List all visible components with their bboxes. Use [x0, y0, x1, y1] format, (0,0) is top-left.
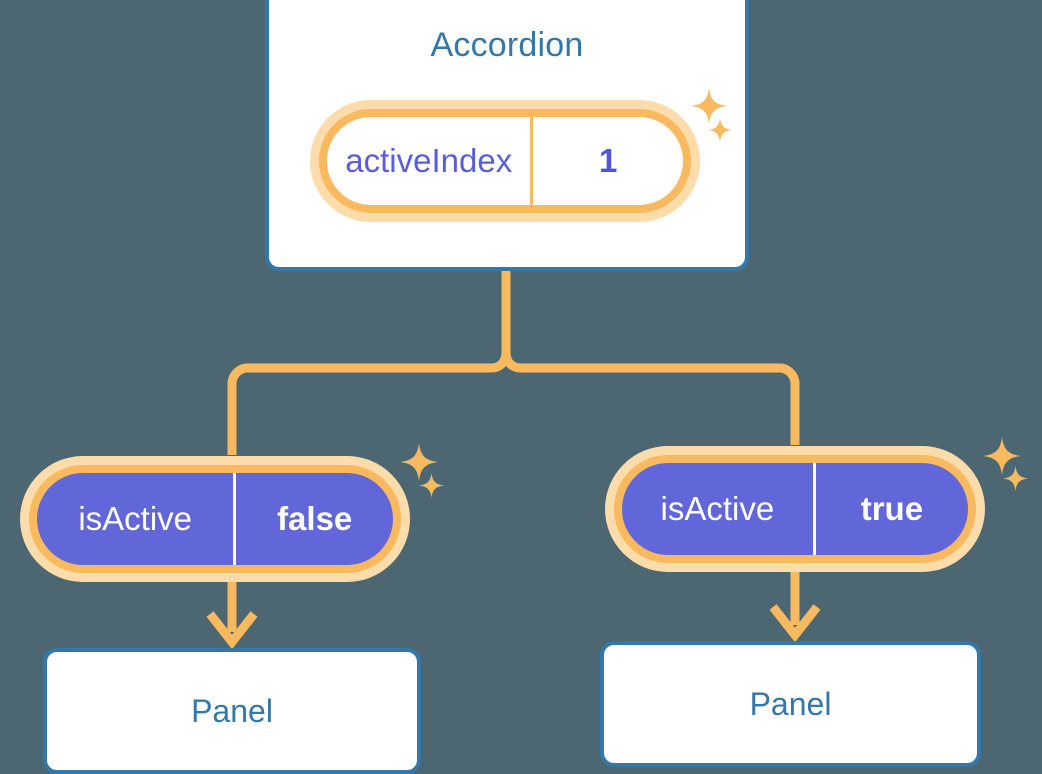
sparkle-icon — [1003, 466, 1028, 491]
sparkle-icon — [400, 443, 438, 481]
panel-label: Panel — [191, 692, 273, 729]
prop-pill-is-active-true[interactable]: isActive true — [605, 446, 985, 572]
pill-ring: activeIndex 1 — [319, 109, 691, 213]
pill-value-label: 1 — [599, 142, 618, 179]
pill-inner: isActive false — [37, 473, 393, 565]
pill-ring: isActive false — [29, 465, 401, 573]
pill-key-label: isActive — [622, 463, 816, 555]
panel-label: Panel — [749, 685, 832, 722]
sparkle-icon — [691, 88, 727, 124]
state-pill-active-index[interactable]: activeIndex 1 — [310, 100, 700, 222]
accordion-title: Accordion — [430, 26, 584, 64]
pill-inner: isActive true — [622, 463, 968, 555]
panel-box-right: Panel — [600, 641, 981, 767]
prop-pill-is-active-false[interactable]: isActive false — [20, 456, 410, 582]
pill-key-label: isActive — [37, 473, 237, 565]
pill-value-label: true — [860, 490, 924, 527]
pill-inner: activeIndex 1 — [327, 117, 683, 205]
pill-ring: isActive true — [614, 455, 976, 563]
pill-key-label: activeIndex — [327, 117, 534, 205]
panel-box-left: Panel — [43, 648, 421, 774]
pill-value-label: false — [277, 500, 353, 537]
sparkle-icon — [983, 437, 1021, 475]
sparkle-icon — [419, 473, 444, 498]
sparkle-icon — [708, 118, 732, 142]
